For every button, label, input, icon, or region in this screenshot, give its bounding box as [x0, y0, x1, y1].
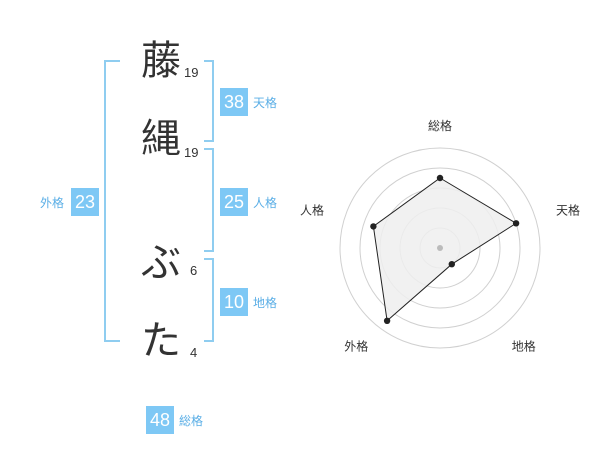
name-char-3: ぶ — [141, 240, 181, 286]
radar-point-4 — [383, 317, 391, 324]
jinkaku-label: 人格 — [253, 196, 278, 210]
stroke-count-2: 19 — [184, 145, 199, 160]
tenkaku-bracket — [204, 60, 214, 142]
radar-point-2 — [512, 220, 520, 227]
radar-axis-label-4: 外格 — [344, 339, 368, 354]
soukaku-value: 48 — [146, 406, 174, 434]
radar-axis-label-1: 総格 — [428, 118, 452, 133]
stroke-count-3: 6 — [190, 263, 198, 278]
radar-point-1 — [436, 174, 444, 182]
chikaku-label: 地格 — [253, 296, 278, 310]
name-char-4: た — [141, 318, 181, 364]
radar-center-dot — [437, 245, 443, 251]
gaikaku-value: 23 — [71, 188, 99, 216]
radar-axis-label-5: 人格 — [300, 202, 324, 217]
gaikaku-label: 外格 — [40, 196, 65, 210]
gaikaku-bracket — [104, 60, 120, 342]
name-char-1: 藤 — [141, 38, 181, 84]
tenkaku-value: 38 — [220, 88, 248, 116]
radar-point-3 — [448, 261, 455, 268]
jinkaku-bracket — [204, 148, 214, 252]
radar-point-5 — [370, 223, 377, 230]
chikaku-value: 10 — [220, 288, 248, 316]
stroke-count-1: 19 — [184, 65, 199, 80]
radar-grid-ring-5 — [339, 147, 541, 349]
jinkaku-value: 25 — [220, 188, 248, 216]
radar-series-polygon — [372, 177, 518, 322]
name-char-2: 縄 — [141, 116, 181, 162]
soukaku-label: 総格 — [179, 414, 204, 428]
radar-axis-label-2: 天格 — [556, 202, 580, 217]
tenkaku-label: 天格 — [253, 96, 278, 110]
chikaku-bracket — [204, 258, 214, 342]
radar-grid-ring-4 — [359, 167, 521, 329]
radar-axis-label-3: 地格 — [512, 339, 536, 354]
stroke-count-4: 4 — [190, 345, 198, 360]
